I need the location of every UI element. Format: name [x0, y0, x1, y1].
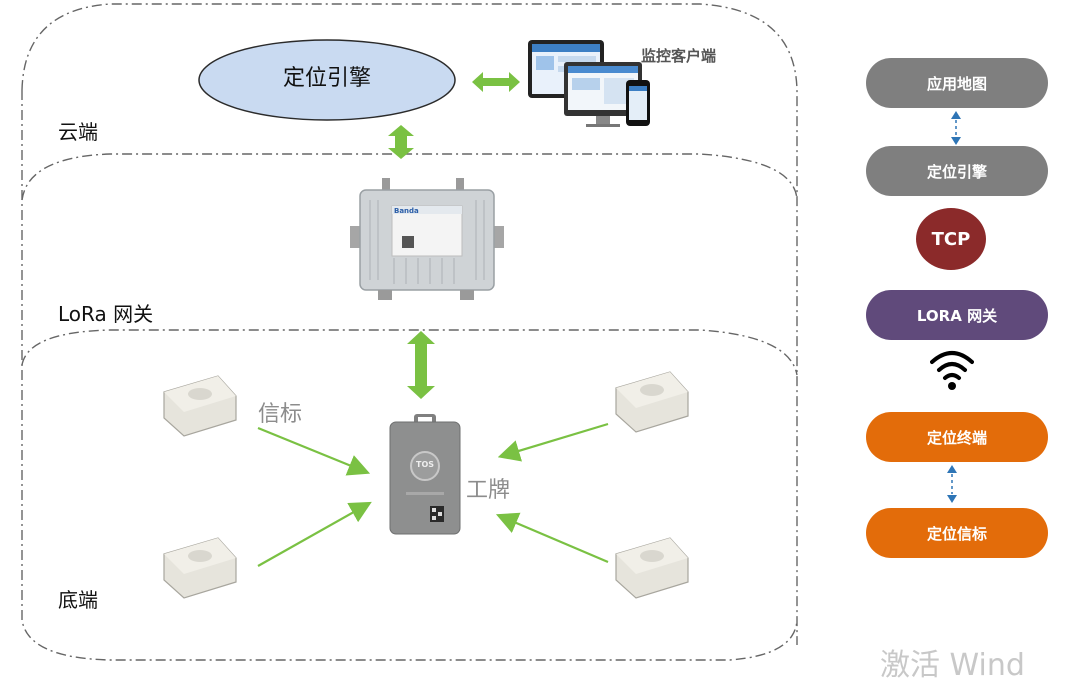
badge-logo-text: TOS [415, 460, 435, 469]
positioning-beacon-pill: 定位信标 [866, 508, 1048, 558]
signal-arrow-top-left [257, 426, 371, 476]
signal-arrow-bottom-left [257, 501, 372, 567]
signal-arrow-bottom-right [495, 512, 609, 564]
gateway-zone-label: LoRa 网关 [58, 302, 154, 326]
zone-boundaries [21, 3, 798, 661]
positioning-engine-label: 定位引擎 [282, 66, 371, 91]
badge-device [389, 414, 461, 535]
beacon-device-bottom-left [163, 537, 237, 599]
wifi-signal-icon [930, 351, 974, 390]
bottom-zone-border [21, 329, 798, 376]
beacon-device-top-right [615, 371, 689, 433]
lora-gateway-pill: LORA 网关 [866, 290, 1048, 340]
monitoring-client-label: 监控客户端 [641, 47, 717, 65]
terminal-beacon-arrow [947, 465, 957, 503]
beacon-device-bottom-right [615, 537, 689, 599]
signal-arrow-top-right [497, 422, 609, 462]
gateway-badge-arrow [407, 331, 435, 399]
engine-client-arrow [472, 72, 520, 92]
cloud-zone-label: 云端 [58, 120, 98, 144]
engine-gateway-arrow [388, 125, 414, 159]
badge-label: 工牌 [466, 478, 511, 503]
app-map-pill: 应用地图 [866, 58, 1048, 108]
monitoring-client-devices-icon [528, 40, 650, 127]
beacon-signal-arrows [257, 422, 609, 567]
positioning-engine-node [198, 39, 456, 121]
tcp-circle: TCP [916, 208, 986, 270]
bottom-zone-label: 底端 [58, 588, 98, 612]
gateway-zone-border [21, 153, 798, 201]
watermark-text: 激活 Wind [880, 648, 1025, 683]
outer-left-border [21, 90, 798, 661]
map-engine-arrow [951, 111, 961, 145]
positioning-engine-pill: 定位引擎 [866, 146, 1048, 196]
lora-gateway-device [350, 178, 504, 300]
gateway-brand-text: Banda [394, 207, 419, 215]
positioning-terminal-pill: 定位终端 [866, 412, 1048, 462]
beacon-device-top-left [163, 375, 237, 437]
cloud-zone-border [21, 3, 798, 645]
beacon-label: 信标 [258, 402, 303, 427]
